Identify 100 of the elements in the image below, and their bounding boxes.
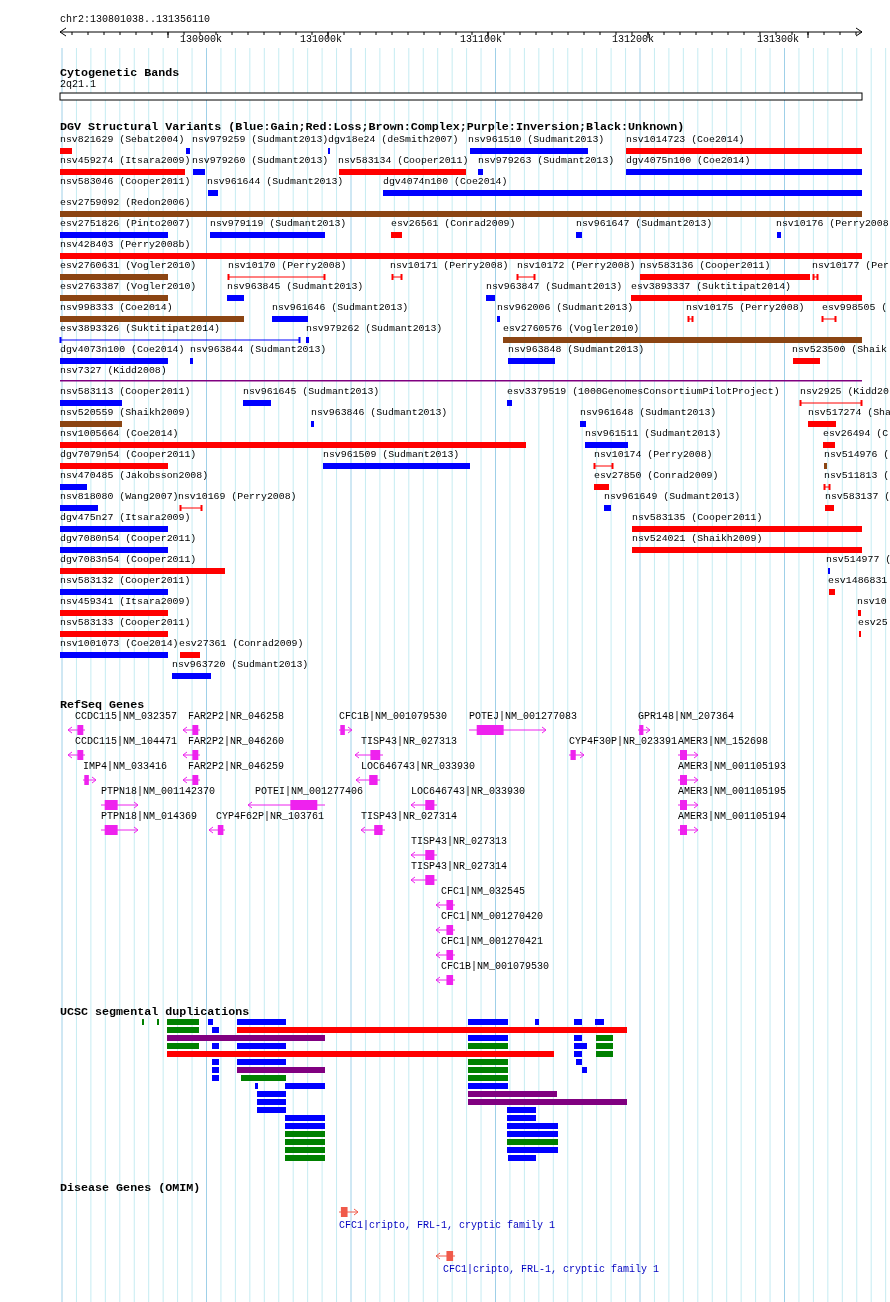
gene-label: GPR148|NM_207364 — [638, 711, 734, 723]
variant-label: dgv4075n100 (Coe2014) — [626, 155, 751, 167]
variant-label: dgv7080n54 (Cooper2011) — [60, 533, 197, 545]
track-title: Disease Genes (OMIM) — [60, 1182, 201, 1194]
variant-label: nsv963844 (Sudmant2013) — [190, 344, 327, 356]
variant-label: nsv470485 (Jakobsson2008) — [60, 470, 209, 482]
variant-label: esv2760631 (Vogler2010) — [60, 260, 197, 272]
variant-label: esv2759092 (Redon2006) — [60, 197, 191, 209]
disease-gene-label: CFC1|cripto, FRL-1, cryptic family 1 — [443, 1264, 660, 1276]
gene-label: POTEJ|NM_001277083 — [469, 711, 578, 723]
variant-label: esv998505 ( — [822, 302, 888, 314]
variant-label: nsv963846 (Sudmant2013) — [311, 407, 448, 419]
gene-label: CYP4F62P|NR_103761 — [216, 811, 325, 823]
gene-label: FAR2P2|NR_046259 — [188, 761, 284, 773]
variant-label: nsv963848 (Sudmant2013) — [508, 344, 645, 356]
gene-label: TISP43|NR_027314 — [361, 811, 457, 823]
variant-label: esv2763387 (Vogler2010) — [60, 281, 197, 293]
gene-label: TISP43|NR_027314 — [411, 861, 507, 873]
variant-label: nsv961649 (Sudmant2013) — [604, 491, 741, 503]
gene-label: IMP4|NM_033416 — [83, 761, 167, 773]
gene-label: AMER3|NM_001105195 — [678, 786, 787, 798]
variant-label: nsv583135 (Cooper2011) — [632, 512, 763, 524]
variant-label: nsv511813 ( — [824, 470, 890, 482]
variant-label: nsv10 — [857, 596, 887, 608]
gene-label: CFC1|NM_032545 — [441, 886, 525, 898]
variant-label: dgv475n27 (Itsara2009) — [60, 512, 191, 524]
variant-label: nsv961510 (Sudmant2013) — [468, 134, 605, 146]
ruler-label: 130900k — [180, 34, 222, 46]
variant-label: nsv10169 (Perry2008) — [178, 491, 297, 503]
variant-label: nsv523500 (Shaik — [792, 344, 887, 356]
variant-label: nsv517274 (Sha — [808, 407, 890, 419]
variant-label: nsv961511 (Sudmant2013) — [585, 428, 722, 440]
position-label: chr2:130801038..131356110 — [60, 14, 211, 26]
variant-label: esv27850 (Conrad2009) — [594, 470, 719, 482]
variant-label: nsv10175 (Perry2008) — [686, 302, 805, 314]
ruler-label: 131300k — [757, 34, 799, 46]
variant-label: dgv7083n54 (Cooper2011) — [60, 554, 197, 566]
gene-label: PTPN18|NM_001142370 — [101, 786, 216, 798]
variant-label: nsv961647 (Sudmant2013) — [576, 218, 713, 230]
variant-label: nsv583046 (Cooper2011) — [60, 176, 191, 188]
variant-label: nsv961648 (Sudmant2013) — [580, 407, 717, 419]
disease-gene-label: CFC1|cripto, FRL-1, cryptic family 1 — [339, 1220, 556, 1232]
gene-label: CFC1|NM_001270421 — [441, 936, 544, 948]
track-title: DGV Structural Variants (Blue:Gain;Red:Loss;Brown:Complex;Purple:Inversion;Black:Unknown) — [60, 121, 685, 133]
variant-label: nsv998333 (Coe2014) — [60, 302, 173, 314]
variant-label: nsv979260 (Sudmant2013) — [192, 155, 329, 167]
gene-label: AMER3|NM_001105193 — [678, 761, 787, 773]
gene-label: AMER3|NM_152698 — [678, 736, 768, 748]
variant-label: nsv963845 (Sudmant2013) — [227, 281, 364, 293]
variant-label: nsv979259 (Sudmant2013) — [192, 134, 329, 146]
variant-label: dgv18e24 (deSmith2007) — [328, 134, 459, 146]
variant-label: nsv520559 (Shaikh2009) — [60, 407, 191, 419]
ruler-label: 131100k — [460, 34, 502, 46]
variant-label: esv1486831 — [828, 575, 888, 587]
variant-label: nsv979262 (Sudmant2013) — [306, 323, 443, 335]
variant-label: nsv459274 (Itsara2009) — [60, 155, 191, 167]
variant-label: nsv583133 (Cooper2011) — [60, 617, 191, 629]
variant-label: esv27361 (Conrad2009) — [179, 638, 304, 650]
variant-label: nsv10177 (Per — [812, 260, 890, 272]
gene-label: FAR2P2|NR_046260 — [188, 736, 284, 748]
variant-label: nsv514977 ( — [826, 554, 890, 566]
variant-label: nsv1001073 (Coe2014) — [60, 638, 179, 650]
gene-label: FAR2P2|NR_046258 — [188, 711, 284, 723]
variant-label: nsv961646 (Sudmant2013) — [272, 302, 409, 314]
variant-label: nsv963847 (Sudmant2013) — [486, 281, 623, 293]
variant-label: nsv10170 (Perry2008) — [228, 260, 347, 272]
ruler-label: 131200k — [612, 34, 654, 46]
variant-label: esv3379519 (1000GenomesConsortiumPilotProject) — [507, 386, 780, 398]
variant-label: nsv583113 (Cooper2011) — [60, 386, 191, 398]
variant-label: nsv583134 (Cooper2011) — [338, 155, 469, 167]
gene-label: CCDC115|NM_032357 — [75, 711, 178, 723]
track-title: Cytogenetic Bands — [60, 67, 180, 79]
gene-label: CFC1B|NM_001079530 — [339, 711, 448, 723]
variant-label: esv2760576 (Vogler2010) — [503, 323, 640, 335]
variant-label: nsv961644 (Sudmant2013) — [207, 176, 344, 188]
gene-label: AMER3|NM_001105194 — [678, 811, 787, 823]
variant-label: nsv583132 (Cooper2011) — [60, 575, 191, 587]
variant-label: esv26561 (Conrad2009) — [391, 218, 516, 230]
variant-label: esv3893337 (Suktitipat2014) — [631, 281, 791, 293]
variant-label: nsv10176 (Perry2008 — [776, 218, 889, 230]
variant-label: nsv1014723 (Coe2014) — [626, 134, 745, 146]
variant-label: nsv821629 (Sebat2004) — [60, 134, 185, 146]
variant-label: nsv514976 ( — [824, 449, 890, 461]
variant-label: dgv7079n54 (Cooper2011) — [60, 449, 197, 461]
ruler-label: 131000k — [300, 34, 342, 46]
variant-label: nsv963720 (Sudmant2013) — [172, 659, 309, 671]
gene-label: LOC646743|NR_033930 — [411, 786, 526, 798]
variant-label: nsv583136 (Cooper2011) — [640, 260, 771, 272]
variant-label: nsv583137 ( — [825, 491, 890, 503]
variant-label: nsv7327 (Kidd2008) — [60, 365, 167, 377]
track-title: RefSeq Genes — [60, 699, 145, 711]
variant-label: nsv818080 (Wang2007) — [60, 491, 179, 503]
variant-label: nsv962006 (Sudmant2013) — [497, 302, 634, 314]
gene-label: LOC646743|NR_033930 — [361, 761, 476, 773]
variant-label: nsv1005664 (Coe2014) — [60, 428, 179, 440]
variant-label: esv26494 (C — [823, 428, 889, 440]
band-label: 2q21.1 — [60, 79, 96, 91]
gene-label: CFC1|NM_001270420 — [441, 911, 544, 923]
gene-label: CCDC115|NM_104471 — [75, 736, 178, 748]
variant-label: dgv4074n100 (Coe2014) — [383, 176, 508, 188]
